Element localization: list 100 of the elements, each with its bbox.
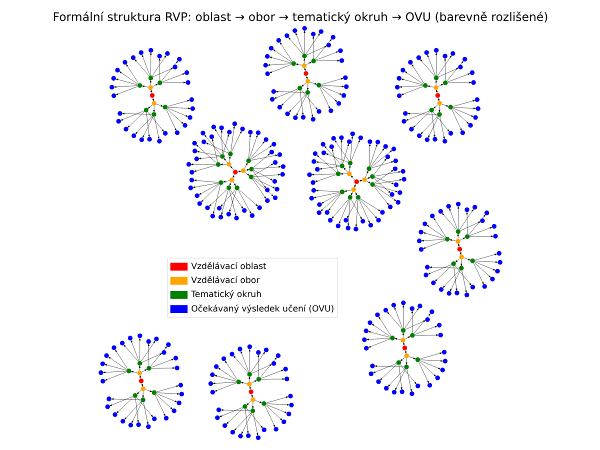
arrow bbox=[160, 60, 178, 82]
node-circle bbox=[432, 136, 437, 142]
node-circle bbox=[303, 71, 308, 76]
node-circle bbox=[401, 176, 406, 182]
node-circle bbox=[482, 284, 486, 289]
node-circle bbox=[497, 260, 502, 265]
node-circle bbox=[366, 166, 371, 172]
arrow bbox=[260, 378, 284, 380]
legend-label: Očekávaný výsledek učení (OVU) bbox=[190, 304, 334, 314]
arrow bbox=[406, 110, 429, 121]
node-circle bbox=[433, 76, 438, 80]
node-circle bbox=[458, 266, 464, 271]
node-circle bbox=[140, 386, 146, 392]
node-circle bbox=[340, 93, 346, 98]
arrow bbox=[437, 55, 452, 76]
arrow bbox=[205, 142, 228, 154]
arrow bbox=[350, 136, 353, 161]
arrow bbox=[418, 362, 428, 384]
node-circle bbox=[404, 364, 408, 370]
node-circle bbox=[446, 291, 451, 296]
arrow bbox=[312, 36, 314, 59]
arrow bbox=[320, 193, 340, 212]
arrow bbox=[373, 158, 386, 175]
arrow bbox=[320, 85, 344, 88]
node-circle bbox=[264, 54, 270, 59]
arrow bbox=[214, 382, 236, 392]
node-circle bbox=[262, 62, 268, 68]
arrow bbox=[252, 402, 254, 409]
arrow bbox=[474, 254, 496, 260]
arrow bbox=[359, 199, 377, 218]
arrow bbox=[402, 342, 404, 346]
node-circle bbox=[455, 229, 460, 234]
node-circle bbox=[112, 412, 117, 417]
arrow bbox=[245, 169, 249, 171]
node-circle bbox=[346, 139, 352, 144]
arrow bbox=[230, 126, 234, 152]
node-circle bbox=[176, 56, 182, 62]
arrow bbox=[300, 90, 318, 110]
arrow bbox=[350, 140, 360, 161]
arrow bbox=[324, 146, 340, 164]
arrow bbox=[373, 186, 388, 206]
arrow bbox=[220, 164, 226, 166]
arrow bbox=[370, 148, 384, 167]
arrow bbox=[331, 199, 348, 219]
node-circle bbox=[382, 308, 388, 313]
node-circle bbox=[120, 418, 125, 424]
node-circle bbox=[138, 50, 144, 55]
node-circle bbox=[276, 152, 282, 157]
arrow bbox=[230, 190, 243, 209]
arrow bbox=[158, 58, 160, 81]
node-circle bbox=[410, 333, 414, 338]
node-circle bbox=[370, 364, 374, 368]
arrow bbox=[131, 402, 142, 424]
arrow bbox=[432, 104, 438, 109]
arrow bbox=[316, 161, 340, 166]
node-circle bbox=[464, 292, 469, 298]
node-circle bbox=[389, 192, 394, 197]
arrow bbox=[110, 398, 140, 400]
arrow bbox=[142, 402, 148, 424]
node-circle bbox=[176, 400, 181, 406]
arrow bbox=[387, 368, 404, 387]
node-circle bbox=[104, 353, 108, 358]
node-circle bbox=[470, 284, 475, 290]
node-circle bbox=[98, 370, 103, 376]
node-circle bbox=[320, 150, 326, 156]
arrow bbox=[266, 404, 286, 414]
arrow bbox=[380, 364, 397, 380]
node-circle bbox=[146, 339, 150, 344]
node-circle bbox=[384, 154, 390, 160]
node-circle bbox=[426, 382, 432, 388]
node-circle bbox=[424, 264, 430, 270]
node-circle bbox=[136, 361, 142, 366]
node-circle bbox=[310, 116, 315, 122]
arrow bbox=[438, 106, 440, 112]
node-circle bbox=[216, 408, 221, 412]
node-circle bbox=[316, 82, 321, 88]
arrow bbox=[214, 128, 229, 152]
arrow bbox=[453, 266, 457, 291]
node-circle bbox=[370, 182, 374, 187]
node-circle bbox=[311, 159, 316, 164]
arrow bbox=[448, 208, 457, 230]
arrow bbox=[196, 151, 220, 156]
arrow bbox=[454, 258, 460, 262]
node-circle bbox=[210, 124, 216, 130]
arrow bbox=[439, 116, 444, 140]
arrow bbox=[272, 49, 292, 62]
node-circle bbox=[442, 138, 447, 144]
node-circle bbox=[320, 142, 325, 147]
node-circle bbox=[213, 364, 218, 369]
arrow bbox=[118, 71, 138, 84]
arrow bbox=[405, 358, 407, 365]
arrow bbox=[346, 199, 357, 218]
arrow bbox=[232, 174, 234, 178]
arrow bbox=[142, 86, 148, 88]
arrow bbox=[338, 199, 349, 224]
node-circle bbox=[436, 100, 442, 106]
arrow bbox=[251, 364, 272, 374]
node-circle bbox=[210, 372, 214, 378]
node-circle bbox=[106, 396, 111, 402]
node-circle bbox=[146, 366, 151, 371]
